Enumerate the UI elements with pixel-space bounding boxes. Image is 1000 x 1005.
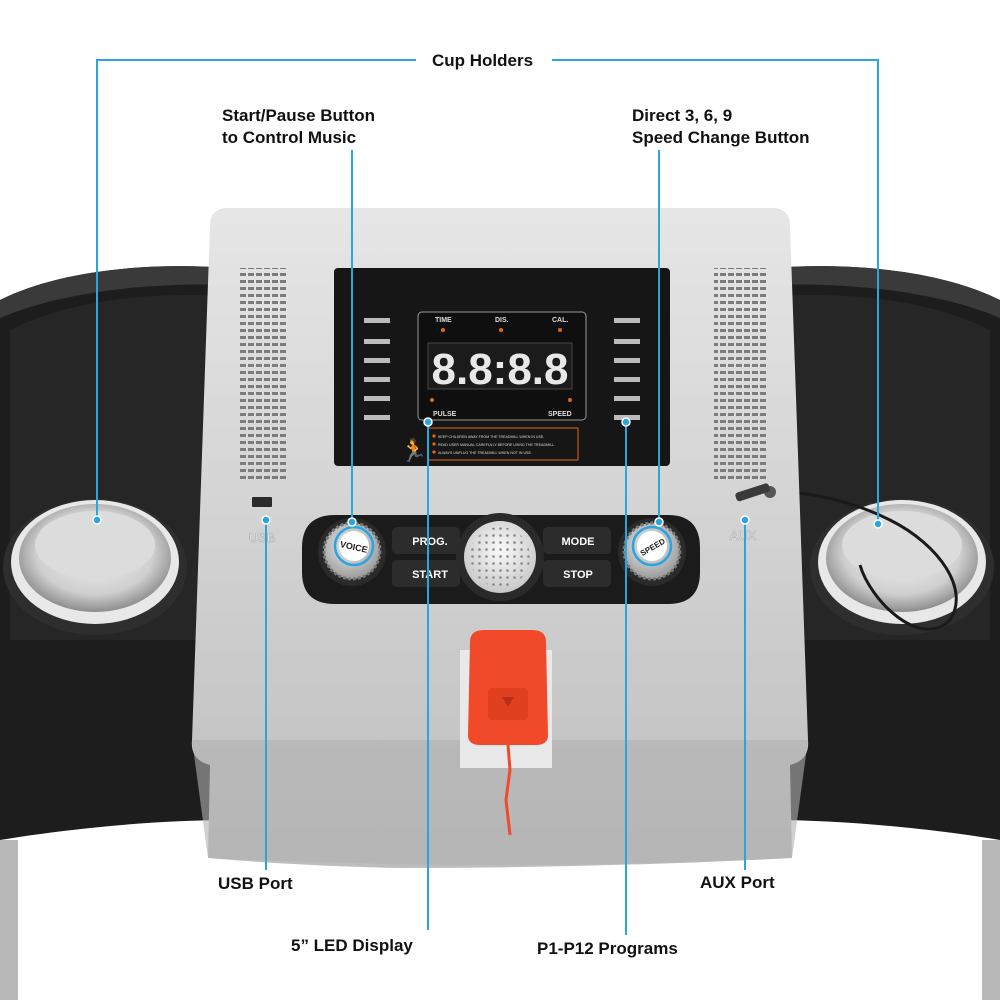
callout-dots [92, 417, 883, 529]
label-time: TIME [435, 317, 452, 324]
speaker-grill-left [238, 268, 288, 480]
callout-start-pause-line2: to Control Music [222, 128, 357, 147]
callout-start-pause: Start/Pause Button to Control Music [222, 105, 376, 149]
label-speed: SPEED [548, 411, 572, 418]
warning-line-3: ALWAYS UNPLUG THE TREADMILL WHEN NOT IN … [438, 451, 532, 455]
stop-button[interactable] [543, 560, 611, 587]
mode-button-label: MODE [562, 536, 595, 548]
warning-line-2: READ USER MANUAL CAREFULLY BEFORE USING … [438, 443, 555, 447]
usb-port-icon[interactable] [252, 497, 272, 507]
prog-button[interactable] [392, 527, 460, 554]
start-button[interactable] [392, 560, 460, 587]
speaker-grill-right [714, 268, 768, 480]
callout-speed-change-line2: Speed Change Button [632, 128, 810, 147]
cup-holder-left [3, 499, 187, 635]
safety-key[interactable] [468, 630, 548, 745]
callout-usb-port: USB Port [218, 873, 293, 895]
speed-knob[interactable]: SPEED [618, 518, 686, 586]
runner-icon: 🏃 [400, 438, 427, 463]
callout-start-pause-line1: Start/Pause Button [222, 106, 376, 125]
label-pulse: PULSE [433, 411, 457, 418]
mode-button[interactable] [543, 527, 611, 554]
cup-holder-right [749, 489, 994, 635]
callout-aux-port: AUX Port [700, 872, 775, 894]
callout-cup-holders: Cup Holders [418, 50, 548, 72]
led-digits: 8.8:8.8 [432, 345, 569, 394]
stop-button-label: STOP [563, 569, 593, 581]
callout-leaders [96, 59, 879, 935]
callout-programs: P1-P12 Programs [537, 938, 678, 960]
prog-button-label: PROG. [412, 536, 447, 548]
callout-speed-change: Direct 3, 6, 9 Speed Change Button [632, 105, 810, 149]
usb-label: USB [249, 530, 276, 545]
label-cal: CAL. [552, 317, 568, 324]
program-icons-left [364, 318, 390, 420]
callout-speed-change-line1: Direct 3, 6, 9 [632, 106, 733, 125]
start-button-label: START [412, 569, 448, 581]
callout-led-display: 5” LED Display [291, 935, 413, 957]
aux-label: AUX [730, 528, 757, 543]
label-dis: DIS. [495, 317, 509, 324]
voice-knob[interactable]: VOICE [318, 518, 386, 586]
warning-line-1: KEEP CHILDREN AWAY FROM THE TREADMILL WH… [438, 435, 544, 439]
